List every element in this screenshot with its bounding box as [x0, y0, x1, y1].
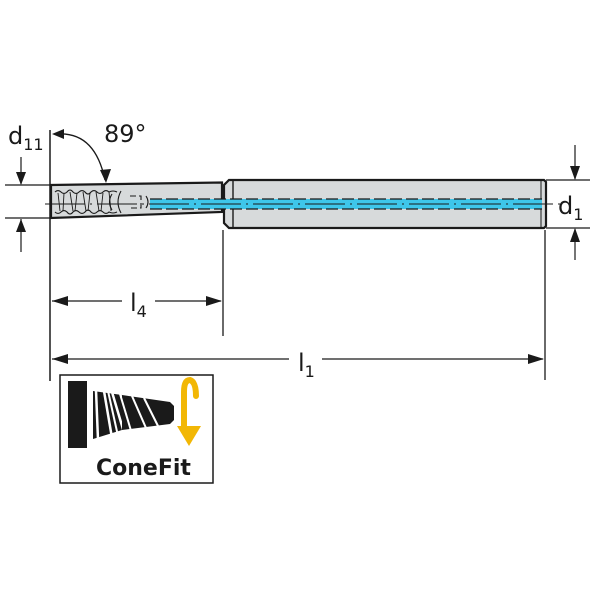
l1-dimension	[52, 230, 546, 380]
rotate-arrow-icon	[177, 376, 201, 446]
d1-dimension	[546, 145, 590, 260]
d1-label: d1	[558, 192, 583, 224]
angle-label: 89°	[104, 120, 147, 148]
angle-arrow	[52, 129, 111, 183]
conefit-label: ConeFit	[96, 456, 191, 481]
d11-label: d11	[8, 122, 44, 154]
tool-head	[49, 181, 224, 220]
l4-label: l4	[130, 289, 147, 321]
l1-label: l1	[298, 349, 315, 381]
d11-extension-lines	[5, 157, 50, 252]
l4-dimension	[52, 230, 224, 336]
conefit-thread-icon	[68, 381, 174, 448]
conefit-logo: ConeFit	[59, 374, 214, 484]
coolant-channel	[45, 198, 560, 210]
